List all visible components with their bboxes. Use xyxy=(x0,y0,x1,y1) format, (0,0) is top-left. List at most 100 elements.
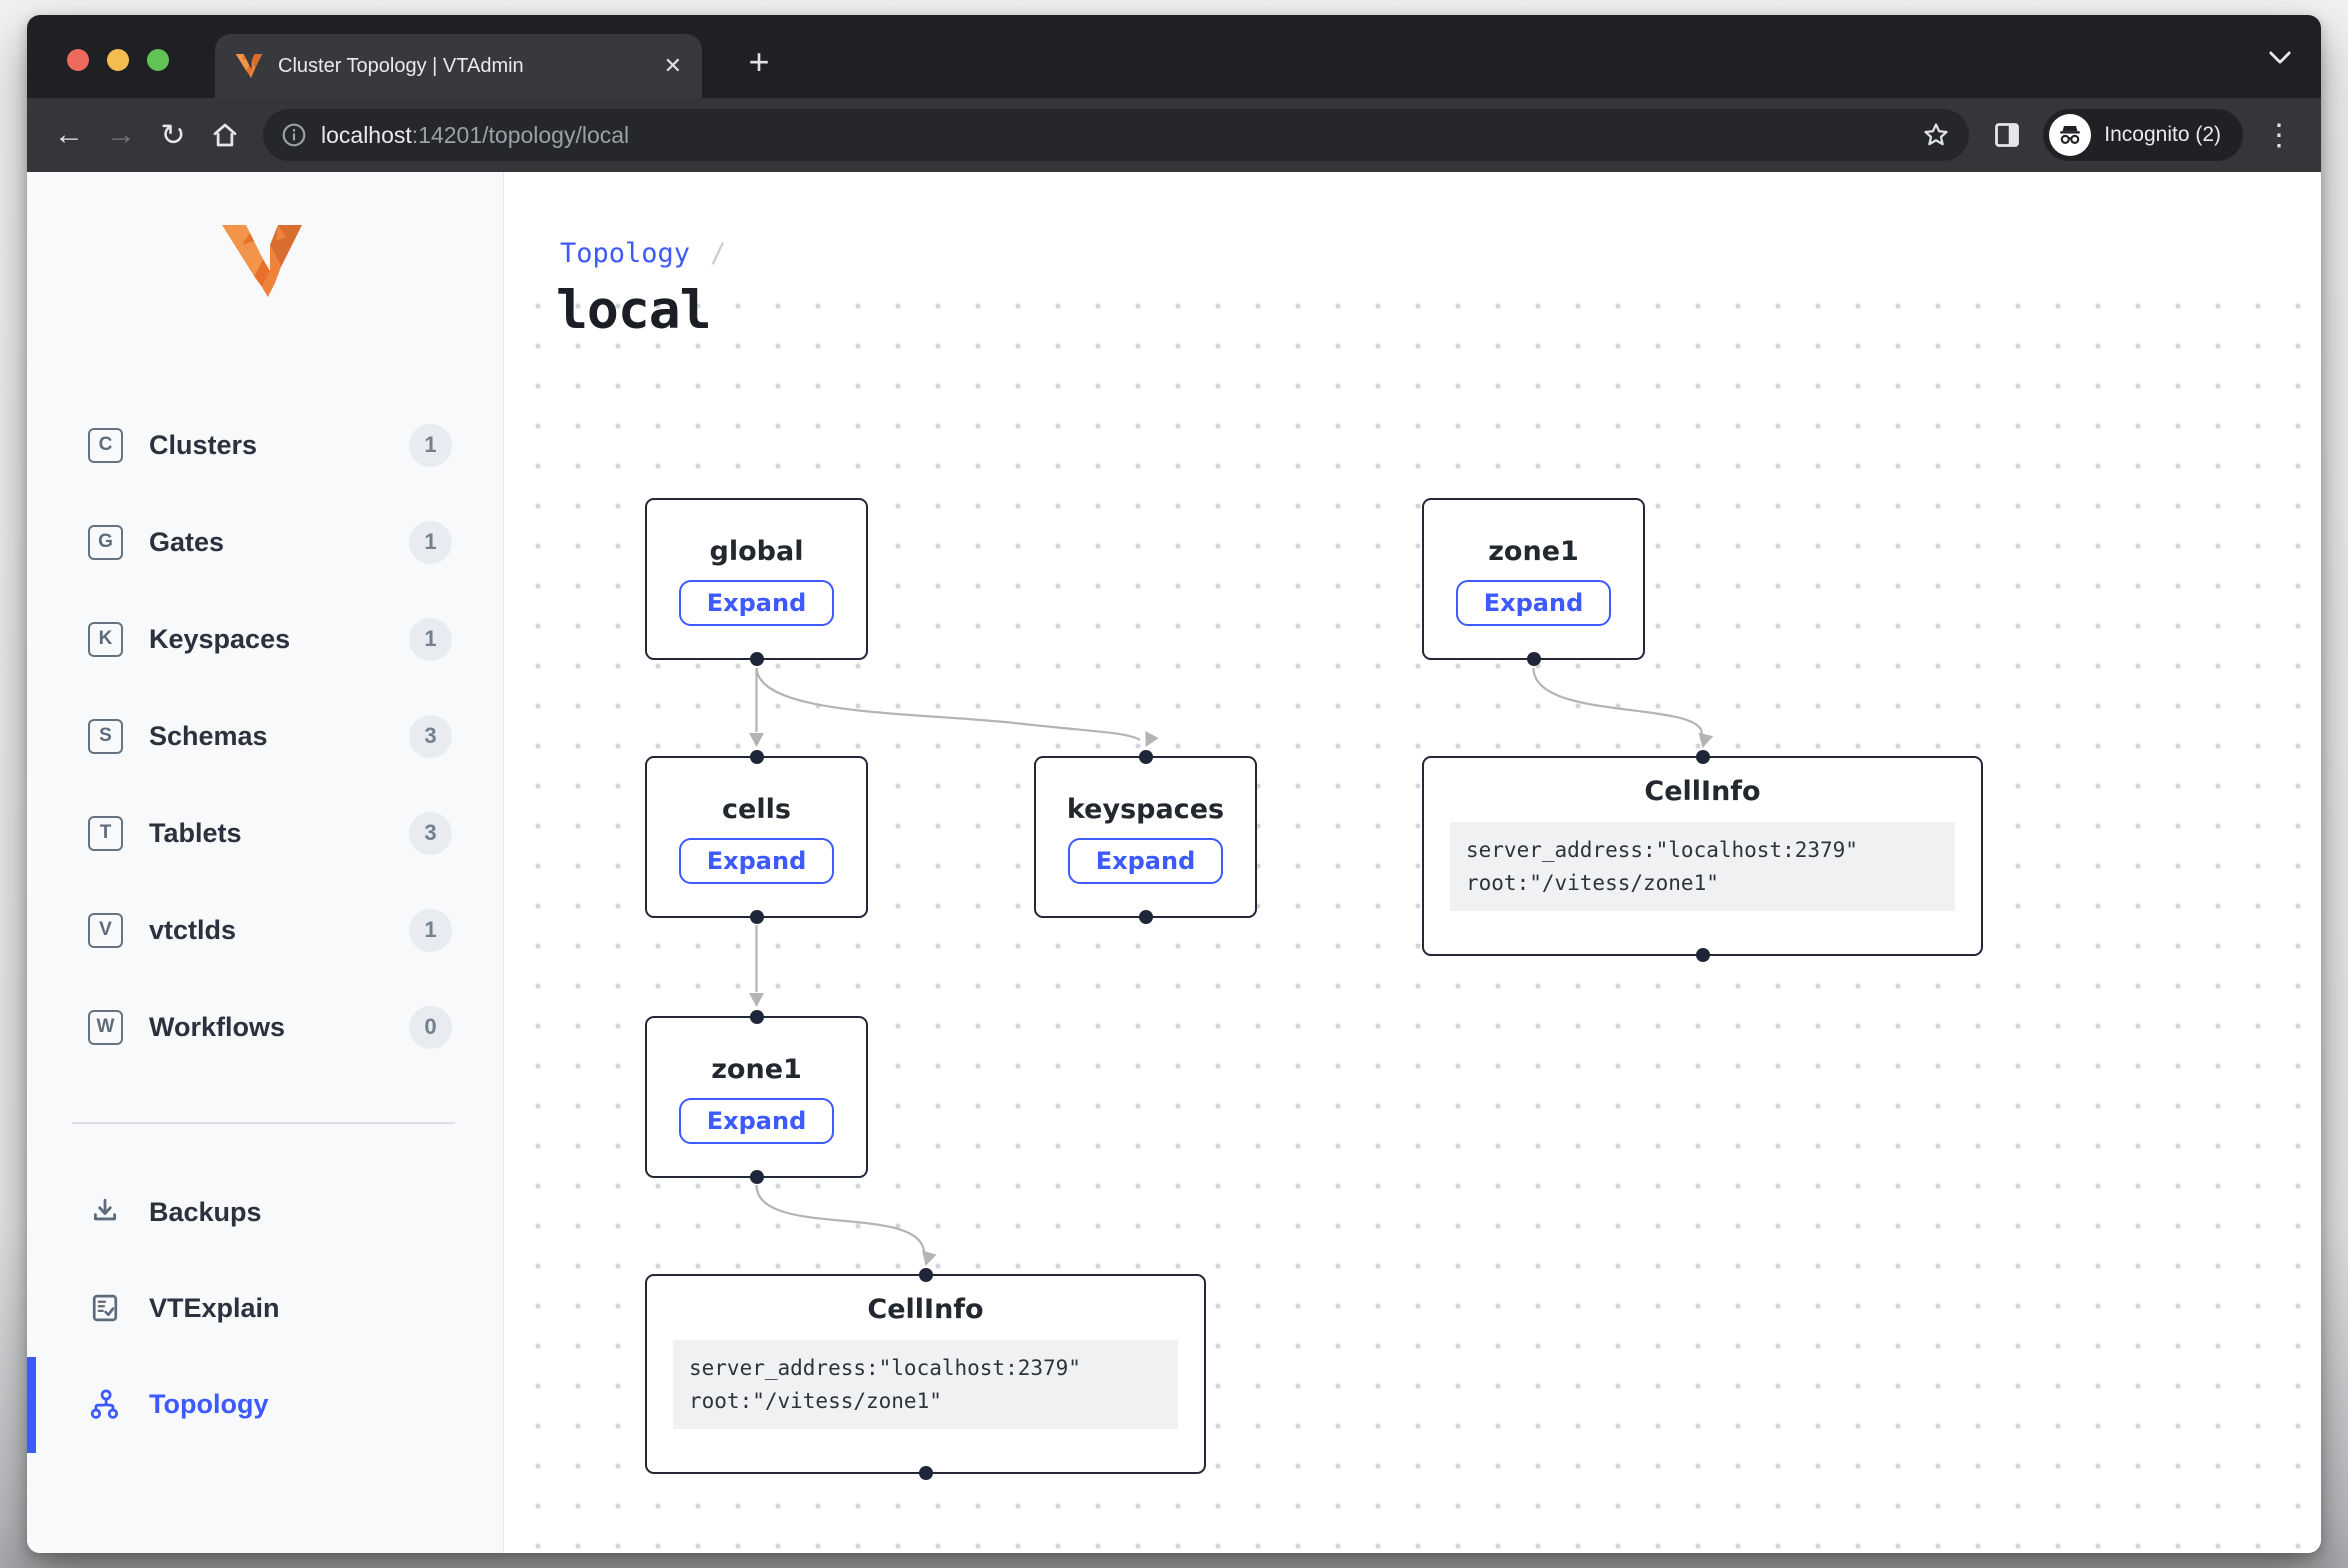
tab-close-icon[interactable]: ✕ xyxy=(664,55,682,77)
port-zone1-right-bottom xyxy=(1527,652,1541,666)
sidebar-item-label: Clusters xyxy=(149,430,257,461)
port-cells-bottom xyxy=(750,910,764,924)
port-cells-top xyxy=(750,750,764,764)
node-title: global xyxy=(710,536,804,567)
vtctlds-letter-icon: V xyxy=(88,913,123,948)
side-panel-icon xyxy=(1993,121,2021,149)
active-item-indicator xyxy=(27,1357,36,1453)
port-cellinfo-right-top xyxy=(1696,750,1710,764)
browser-window: Cluster Topology | VTAdmin ✕ + ← → ↻ loc… xyxy=(27,15,2321,1553)
node-title: CellInfo xyxy=(647,1294,1204,1325)
home-button[interactable] xyxy=(199,109,251,161)
node-title: zone1 xyxy=(1488,536,1579,567)
sidebar-item-label: Keyspaces xyxy=(149,624,290,655)
node-zone1-left[interactable]: zone1 Expand xyxy=(645,1016,868,1178)
count-badge: 3 xyxy=(409,812,452,855)
breadcrumb: Topology / xyxy=(560,238,726,269)
code-line: root:"/vitess/zone1" xyxy=(689,1389,942,1413)
url-path: :14201/topology/local xyxy=(412,122,629,148)
sidebar-item-topology[interactable]: Topology xyxy=(27,1380,503,1428)
document-check-icon xyxy=(85,1288,125,1328)
incognito-avatar xyxy=(2049,114,2091,156)
sidebar-item-clusters[interactable]: C Clusters 1 xyxy=(27,421,503,469)
node-global[interactable]: global Expand xyxy=(645,498,868,660)
vitess-favicon xyxy=(235,53,263,79)
window-controls xyxy=(67,49,169,71)
node-cells[interactable]: cells Expand xyxy=(645,756,868,918)
breadcrumb-separator: / xyxy=(710,238,726,269)
sidebar-item-label: Schemas xyxy=(149,721,268,752)
sidebar-divider xyxy=(72,1122,455,1124)
incognito-badge[interactable]: Incognito (2) xyxy=(2043,109,2243,161)
count-badge: 0 xyxy=(409,1006,452,1049)
breadcrumb-topology-link[interactable]: Topology xyxy=(560,238,690,269)
port-zone1-left-bottom xyxy=(750,1170,764,1184)
home-icon xyxy=(210,120,240,150)
port-cellinfo-right-bottom xyxy=(1696,948,1710,962)
sidebar-item-schemas[interactable]: S Schemas 3 xyxy=(27,712,503,760)
port-cellinfo-bottom-bottom xyxy=(919,1466,933,1480)
info-icon[interactable] xyxy=(281,122,307,148)
node-title: zone1 xyxy=(711,1054,802,1085)
sidebar-item-label: Topology xyxy=(149,1389,268,1420)
sidebar-item-label: Tablets xyxy=(149,818,242,849)
expand-button-zone1-left[interactable]: Expand xyxy=(679,1098,835,1144)
count-badge: 3 xyxy=(409,715,452,758)
url-bar[interactable]: localhost:14201/topology/local xyxy=(263,109,1969,161)
tab-title: Cluster Topology | VTAdmin xyxy=(278,55,524,78)
close-window-button[interactable] xyxy=(67,49,89,71)
sidebar-item-label: vtctlds xyxy=(149,915,236,946)
topology-icon xyxy=(85,1384,125,1424)
download-icon xyxy=(85,1192,125,1232)
sidebar: C Clusters 1 G Gates 1 K Keyspaces 1 S S… xyxy=(27,172,504,1553)
port-global-bottom xyxy=(750,652,764,666)
node-zone1-right[interactable]: zone1 Expand xyxy=(1422,498,1645,660)
count-badge: 1 xyxy=(409,424,452,467)
expand-button-cells[interactable]: Expand xyxy=(679,838,835,884)
url-host: localhost xyxy=(321,122,412,148)
sidebar-item-gates[interactable]: G Gates 1 xyxy=(27,518,503,566)
code-line: server_address:"localhost:2379" xyxy=(689,1356,1081,1380)
clusters-letter-icon: C xyxy=(88,428,123,463)
sidebar-item-vtctlds[interactable]: V vtctlds 1 xyxy=(27,906,503,954)
bookmark-star-icon[interactable] xyxy=(1921,120,1951,150)
browser-menu-button[interactable]: ⋮ xyxy=(2253,109,2305,161)
zoom-window-button[interactable] xyxy=(147,49,169,71)
schemas-letter-icon: S xyxy=(88,719,123,754)
tablets-letter-icon: T xyxy=(88,816,123,851)
node-cellinfo-right[interactable]: CellInfo server_address:"localhost:2379"… xyxy=(1422,756,1983,956)
sidebar-item-vtexplain[interactable]: VTExplain xyxy=(27,1284,503,1332)
count-badge: 1 xyxy=(409,618,452,661)
workflows-letter-icon: W xyxy=(88,1010,123,1045)
keyspaces-letter-icon: K xyxy=(88,622,123,657)
sidebar-item-label: Backups xyxy=(149,1197,262,1228)
minimize-window-button[interactable] xyxy=(107,49,129,71)
gates-letter-icon: G xyxy=(88,525,123,560)
back-button[interactable]: ← xyxy=(43,109,95,161)
node-cellinfo-bottom[interactable]: CellInfo server_address:"localhost:2379"… xyxy=(645,1274,1206,1474)
port-zone1-left-top xyxy=(750,1010,764,1024)
node-keyspaces[interactable]: keyspaces Expand xyxy=(1034,756,1257,918)
code-line: root:"/vitess/zone1" xyxy=(1466,871,1719,895)
count-badge: 1 xyxy=(409,521,452,564)
url-text[interactable]: localhost:14201/topology/local xyxy=(321,122,629,149)
sidebar-item-workflows[interactable]: W Workflows 0 xyxy=(27,1003,503,1051)
topology-main: Topology/ local xyxy=(504,172,2321,1553)
sidebar-item-tablets[interactable]: T Tablets 3 xyxy=(27,809,503,857)
vitess-logo xyxy=(220,222,304,300)
sidebar-item-keyspaces[interactable]: K Keyspaces 1 xyxy=(27,615,503,663)
reload-button[interactable]: ↻ xyxy=(147,109,199,161)
expand-button-zone1-right[interactable]: Expand xyxy=(1456,580,1612,626)
forward-button[interactable]: → xyxy=(95,109,147,161)
incognito-label: Incognito (2) xyxy=(2104,123,2221,147)
expand-button-keyspaces[interactable]: Expand xyxy=(1068,838,1224,884)
node-title: keyspaces xyxy=(1067,794,1224,825)
sidebar-item-backups[interactable]: Backups xyxy=(27,1188,503,1236)
tab-search-chevron-icon[interactable] xyxy=(2265,41,2295,71)
node-title: CellInfo xyxy=(1424,776,1981,807)
tab-cluster-topology[interactable]: Cluster Topology | VTAdmin ✕ xyxy=(215,34,702,98)
side-panel-button[interactable] xyxy=(1981,109,2033,161)
new-tab-button[interactable]: + xyxy=(737,42,781,86)
sidebar-item-label: Gates xyxy=(149,527,224,558)
expand-button-global[interactable]: Expand xyxy=(679,580,835,626)
